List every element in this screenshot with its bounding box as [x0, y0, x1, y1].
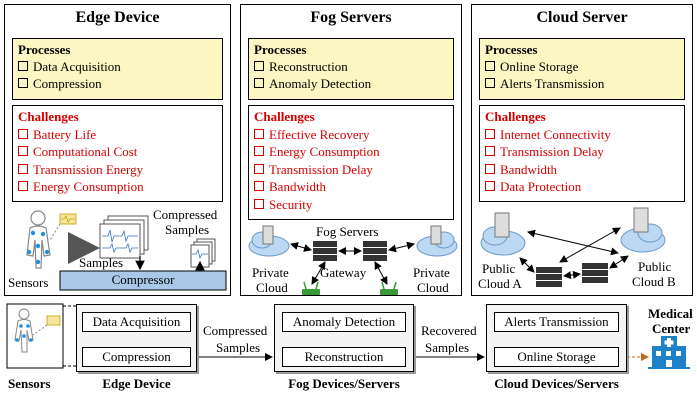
fog-process-item: Anomaly Detection: [254, 75, 448, 92]
edge-challenge-item: Transmission Energy: [18, 161, 217, 179]
fog-challenges-heading: Challenges: [254, 109, 315, 124]
edge-challenges-heading: Challenges: [18, 109, 79, 124]
checkbox-icon: [254, 128, 264, 139]
fog-servers-title: Fog Servers: [310, 9, 392, 26]
edge-compressed-label: Compressed: [153, 207, 218, 222]
bottom-body-sensor-icon: [6, 303, 64, 369]
checkbox-icon: [485, 128, 495, 139]
body-sensor-figure-icon: [26, 210, 77, 269]
hospital-building-icon: [648, 336, 690, 369]
checkbox-icon: [18, 181, 28, 192]
fog-servers-illustration-label: Fog Servers: [316, 224, 379, 239]
edge-process-item: Data Acquisition: [18, 58, 217, 75]
compressor-label: Compressor: [111, 272, 175, 287]
fog-challenge-item: Energy Consumption: [254, 143, 448, 161]
cloud-server-rack-icon: [536, 263, 608, 287]
signal-samples-icon: [99, 215, 149, 259]
cloud-process-item: Alerts Transmission: [485, 75, 679, 92]
flow-data-acquisition-box: Data Acquisition: [82, 312, 191, 332]
checkbox-icon: [254, 78, 264, 88]
public-cloud-a-icon: [480, 212, 526, 256]
checkbox-icon: [485, 181, 495, 192]
checkbox-icon: [18, 128, 28, 139]
edge-sensors-label: Sensors: [8, 275, 49, 290]
flow-recovered-label-2: Samples: [425, 340, 470, 355]
public-cloud-b-label-2: Cloud B: [632, 274, 676, 289]
fog-process-item: Reconstruction: [254, 58, 448, 75]
checkbox-icon: [254, 181, 264, 192]
fog-server-rack-icon: [313, 241, 387, 261]
checkbox-icon: [254, 146, 264, 157]
private-cloud-right-label-1: Private: [413, 265, 450, 280]
checkbox-icon: [18, 163, 28, 174]
fog-processes-box: Processes Reconstruction Anomaly Detecti…: [248, 38, 454, 100]
fog-challenge-item: Security: [254, 196, 448, 214]
flow-recovered-label-1: Recovered: [421, 323, 477, 338]
checkbox-icon: [485, 163, 495, 174]
fog-challenges-box: Challenges Effective Recovery Energy Con…: [248, 105, 454, 220]
edge-process-item: Compression: [18, 75, 217, 92]
flow-compression-box: Compression: [82, 347, 191, 367]
compressed-samples-icon: [190, 238, 216, 268]
checkbox-icon: [18, 61, 28, 71]
cloud-server-title: Cloud Server: [536, 9, 628, 26]
flow-compressed-label-2: Samples: [216, 340, 261, 355]
fog-challenge-item: Bandwidth: [254, 178, 448, 196]
public-cloud-b-icon: [620, 207, 666, 253]
cloud-challenge-item: Bandwidth: [485, 161, 679, 179]
edge-challenges-box: Challenges Battery Life Computational Co…: [12, 105, 223, 202]
cloud-process-item: Online Storage: [485, 58, 679, 75]
checkbox-icon: [485, 146, 495, 157]
cloud-challenge-item: Transmission Delay: [485, 143, 679, 161]
gateway-router-icon: [302, 281, 398, 295]
edge-challenge-item: Computational Cost: [18, 143, 217, 161]
checkbox-icon: [254, 163, 264, 174]
cloud-challenge-item: Data Protection: [485, 178, 679, 196]
private-cloud-left-label-2: Cloud: [256, 280, 288, 295]
edge-challenge-item: Battery Life: [18, 126, 217, 144]
fog-challenge-item: Transmission Delay: [254, 161, 448, 179]
public-cloud-a-label-2: Cloud A: [478, 276, 522, 291]
checkbox-icon: [18, 146, 28, 157]
private-cloud-right-label-2: Cloud: [417, 280, 449, 295]
public-cloud-b-label-1: Public: [638, 259, 672, 274]
edge-compressed-samples-label: Samples: [165, 222, 210, 237]
edge-samples-label: Samples: [79, 255, 124, 270]
compressor-box: [59, 270, 227, 291]
flow-compressed-label-1: Compressed: [203, 323, 268, 338]
edge-processes-heading: Processes: [18, 42, 71, 57]
edge-challenge-item: Energy Consumption: [18, 178, 217, 196]
private-cloud-right-icon: [416, 225, 458, 257]
edge-processes-box: Processes Data Acquisition Compression: [12, 38, 223, 100]
medical-center-label-1: Medical: [648, 306, 693, 321]
private-cloud-left-icon: [248, 225, 290, 257]
gateway-label: Gateway: [320, 265, 367, 280]
cloud-processes-box: Processes Online Storage Alerts Transmis…: [479, 38, 685, 100]
flow-alerts-transmission-box: Alerts Transmission: [494, 312, 619, 332]
cloud-challenges-box: Challenges Internet Connectivity Transmi…: [479, 105, 685, 202]
checkbox-icon: [254, 61, 264, 71]
fog-challenge-item: Effective Recovery: [254, 126, 448, 144]
cloud-processes-heading: Processes: [485, 42, 538, 57]
flow-online-storage-box: Online Storage: [494, 347, 619, 367]
flow-sensors-label: Sensors: [8, 376, 51, 391]
fog-processes-heading: Processes: [254, 42, 307, 57]
private-cloud-left-label-1: Private: [252, 265, 289, 280]
checkbox-icon: [18, 78, 28, 88]
checkbox-icon: [254, 198, 264, 209]
checkbox-icon: [485, 61, 495, 71]
edge-device-title: Edge Device: [75, 9, 160, 26]
cloud-challenges-heading: Challenges: [485, 109, 546, 124]
flow-cloud-title: Cloud Devices/Servers: [494, 376, 619, 391]
medical-center-label-2: Center: [652, 321, 691, 336]
flow-edge-device-title: Edge Device: [102, 376, 171, 391]
flow-fog-title: Fog Devices/Servers: [288, 376, 400, 391]
checkbox-icon: [485, 78, 495, 88]
flow-reconstruction-box: Reconstruction: [282, 347, 406, 367]
cloud-challenge-item: Internet Connectivity: [485, 126, 679, 144]
flow-anomaly-detection-box: Anomaly Detection: [282, 312, 406, 332]
public-cloud-a-label-1: Public: [482, 261, 516, 276]
